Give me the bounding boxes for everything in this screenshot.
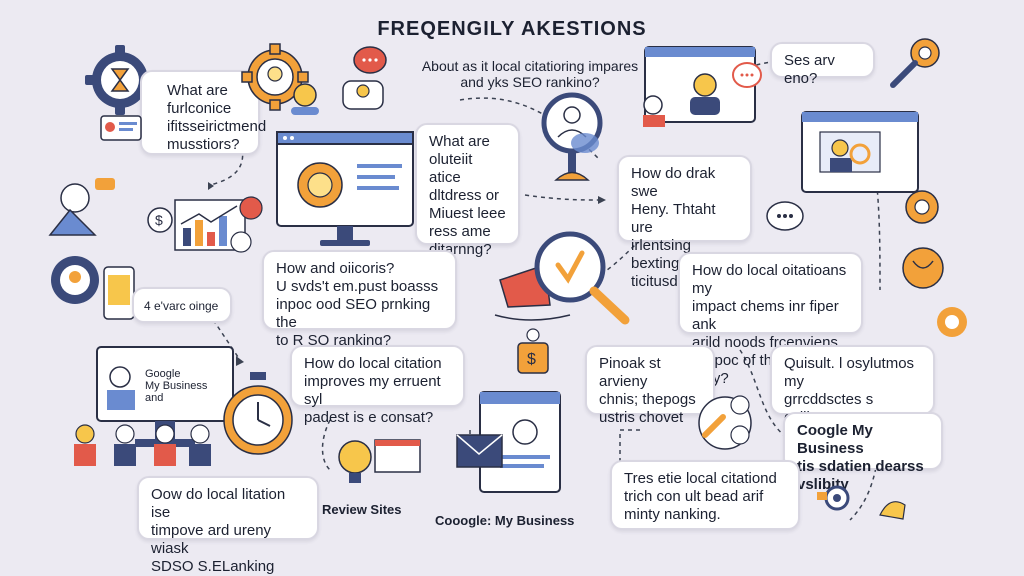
page-subtitle: About as it local citatioring impares an…	[421, 58, 639, 90]
chart-icon: $	[147, 196, 263, 253]
faq-bubble-6: How do local oitatioans my impact chems …	[678, 252, 863, 387]
faq-bubble-11: Oow do local litation ise timpove ard ur…	[137, 476, 319, 575]
gear-lightbulb-icon	[241, 43, 309, 111]
lightbulb-icon	[338, 439, 421, 483]
gear-icon	[85, 45, 155, 115]
magnifier-person-icon	[541, 92, 603, 181]
review-sites-label: Review Sites	[322, 502, 402, 517]
faq-bubble-7: How do local citation improves my erruen…	[290, 345, 465, 426]
page-title: FREQENGILY AKESTIONS	[377, 18, 647, 40]
google-business-label: Cooogle: My Business	[435, 513, 575, 528]
person-icon	[109, 366, 131, 388]
svg-text:$: $	[527, 351, 536, 368]
chat-icon	[766, 201, 804, 231]
faq-bubble-4: How do drak swe Heny. Thtaht ure irlents…	[617, 155, 752, 290]
person-speaker-icon	[48, 178, 115, 236]
hourglass-icon	[110, 68, 130, 92]
phone-caption: 4 e'varc oinge	[132, 287, 232, 323]
envelope-icon	[456, 434, 503, 468]
gear-sun-icon	[937, 307, 967, 337]
key-icon	[890, 38, 940, 88]
id-card-icon	[100, 115, 142, 141]
faq-bubble-1: What are furlconice ifitsseirictmend mus…	[140, 70, 266, 155]
faq-bubble-10: Coogle My Business tis sdatien dearss vs…	[783, 412, 943, 493]
magnifier-icon	[534, 231, 606, 303]
laptop-person-icon	[643, 46, 762, 127]
faq-bubble-9: Quisult. l osylutmos my grrcddsctes s ev…	[770, 345, 935, 444]
browser-person-icon	[801, 111, 919, 193]
faq-bubble-2: What are oluteiit atice dltdress or Miue…	[415, 123, 520, 258]
phone-icon	[103, 266, 135, 320]
megaphone-icon	[494, 231, 630, 325]
gear-small-icon	[905, 190, 939, 224]
audience-icon	[74, 424, 211, 466]
faq-bubble-5: How and oiicoris? U svds't em.pust boass…	[262, 250, 457, 349]
dollar-icon: $	[155, 212, 163, 228]
person-chat-icon	[291, 46, 387, 115]
gear-pointer-icon	[817, 485, 850, 511]
monitor-text: Google My Business and	[145, 368, 208, 404]
browser-envelope-icon	[456, 391, 561, 493]
faq-bubble-8: Pinoak st arvieny chnis; thepogs ustris …	[585, 345, 715, 426]
team-pen-icon	[698, 395, 752, 450]
faq-bubble-12: Tres etie local citationd trich con ult …	[610, 460, 800, 530]
gear-person-icon	[51, 256, 99, 304]
stopwatch-icon	[223, 372, 293, 455]
hand-pointer-icon	[879, 501, 906, 520]
dollar-person-icon: $	[517, 328, 549, 374]
faq-bubble-3: Ses arv eno?	[770, 42, 875, 87]
user-circle-icon	[902, 247, 944, 289]
monitor-gear-icon	[276, 131, 414, 246]
